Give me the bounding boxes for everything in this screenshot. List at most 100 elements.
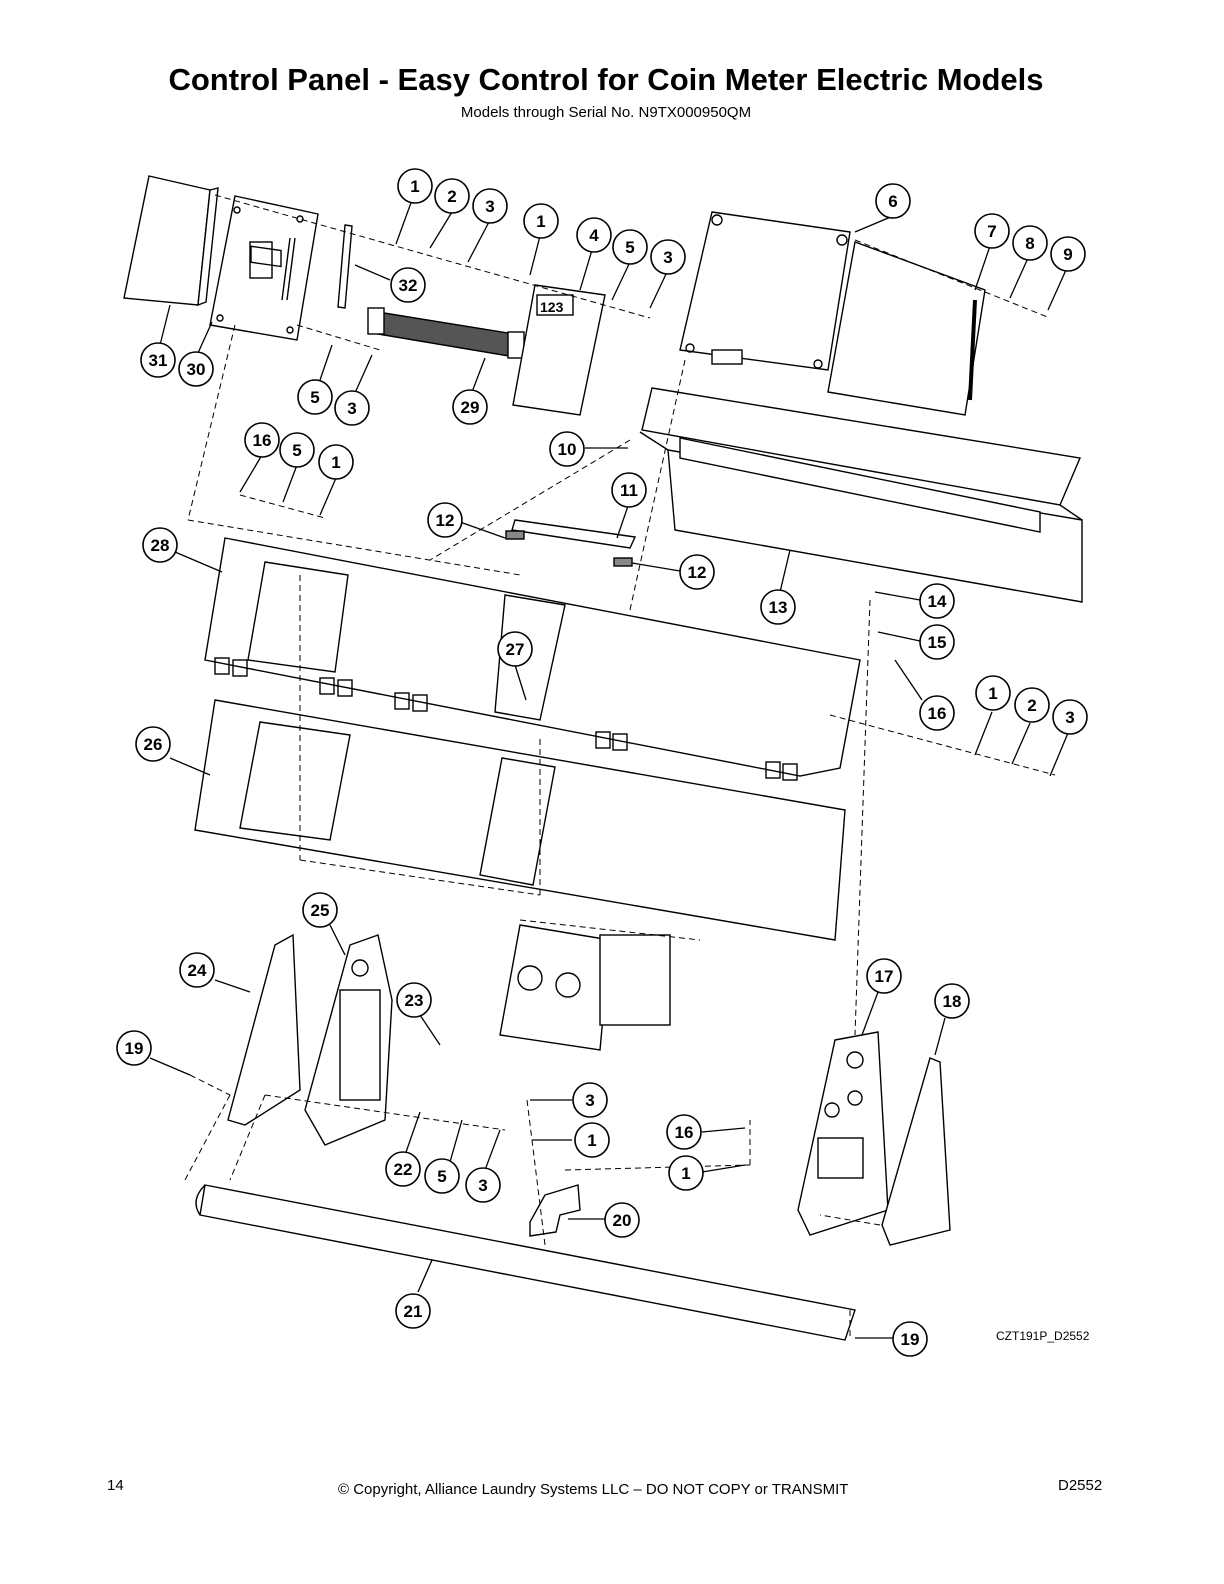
- svg-text:12: 12: [436, 511, 455, 530]
- callout-31: 31: [140, 342, 176, 378]
- part-13-trim: [639, 387, 1083, 603]
- svg-text:12: 12: [688, 563, 707, 582]
- svg-text:21: 21: [404, 1302, 423, 1321]
- callout-25: 25: [302, 892, 338, 928]
- svg-text:3: 3: [585, 1091, 594, 1110]
- svg-text:3: 3: [485, 197, 494, 216]
- svg-text:19: 19: [125, 1039, 144, 1058]
- callout-27: 27: [497, 631, 533, 667]
- callout-29: 29: [452, 389, 488, 425]
- copyright-notice: © Copyright, Alliance Laundry Systems LL…: [338, 1481, 849, 1498]
- part-4-board: 123: [512, 284, 606, 416]
- part-6-housing: [679, 211, 851, 371]
- svg-text:7: 7: [987, 222, 996, 241]
- callout-1: 1: [574, 1122, 610, 1158]
- part-32-connector: [337, 224, 353, 309]
- callout-3: 3: [472, 188, 508, 224]
- callout-14: 14: [919, 583, 955, 619]
- svg-text:6: 6: [888, 192, 897, 211]
- callout-11: 11: [611, 472, 647, 508]
- svg-text:4: 4: [589, 226, 599, 245]
- svg-text:29: 29: [461, 398, 480, 417]
- callout-13: 13: [760, 589, 796, 625]
- callout-5: 5: [424, 1158, 460, 1194]
- callout-19: 19: [892, 1321, 928, 1357]
- callout-23: 23: [396, 982, 432, 1018]
- callout-5: 5: [279, 432, 315, 468]
- part-17-end-bracket: [797, 1031, 889, 1236]
- drawing-id-label: CZT191P_D2552: [996, 1329, 1090, 1343]
- part-12-pad: [613, 557, 633, 567]
- callout-2: 2: [434, 178, 470, 214]
- svg-text:1: 1: [587, 1131, 596, 1150]
- svg-text:1: 1: [410, 177, 419, 196]
- svg-text:2: 2: [1027, 696, 1036, 715]
- svg-text:17: 17: [875, 967, 894, 986]
- callout-7: 7: [974, 213, 1010, 249]
- svg-text:13: 13: [769, 598, 788, 617]
- svg-text:3: 3: [663, 248, 672, 267]
- part-12-pad: [505, 530, 525, 540]
- svg-text:26: 26: [144, 735, 163, 754]
- svg-text:5: 5: [292, 441, 301, 460]
- svg-text:32: 32: [399, 276, 418, 295]
- part-26-overlay: [194, 699, 846, 941]
- callout-5: 5: [612, 229, 648, 265]
- part-28-panel: [204, 537, 861, 781]
- callout-1: 1: [523, 203, 559, 239]
- svg-text:11: 11: [620, 481, 638, 500]
- svg-text:20: 20: [613, 1211, 632, 1230]
- svg-text:28: 28: [151, 536, 170, 555]
- part-20-clip: [529, 1184, 581, 1237]
- svg-text:1: 1: [536, 212, 545, 231]
- svg-text:15: 15: [928, 633, 947, 652]
- svg-text:1: 1: [331, 453, 340, 472]
- callout-16: 16: [666, 1114, 702, 1150]
- callout-17: 17: [866, 958, 902, 994]
- callout-30: 30: [178, 351, 214, 387]
- page-number: 14: [107, 1477, 124, 1494]
- callout-19: 19: [116, 1030, 152, 1066]
- document-code: D2552: [1058, 1477, 1103, 1494]
- callout-5: 5: [297, 379, 333, 415]
- svg-text:3: 3: [347, 399, 356, 418]
- callout-3: 3: [650, 239, 686, 275]
- callout-18: 18: [934, 983, 970, 1019]
- callout-4: 4: [576, 217, 612, 253]
- part-29-ribbon-cable: [367, 307, 525, 359]
- callout-3: 3: [1052, 699, 1088, 735]
- coin-mechanism: [499, 924, 671, 1051]
- svg-text:1: 1: [988, 684, 997, 703]
- callout-12: 12: [427, 502, 463, 538]
- svg-text:16: 16: [253, 431, 272, 450]
- callout-12: 12: [679, 554, 715, 590]
- svg-text:123: 123: [540, 299, 564, 315]
- svg-text:16: 16: [928, 704, 947, 723]
- callout-10: 10: [549, 431, 585, 467]
- callout-3: 3: [334, 390, 370, 426]
- part-30-board: [209, 195, 319, 341]
- callout-32: 32: [390, 267, 426, 303]
- svg-text:18: 18: [943, 992, 962, 1011]
- svg-text:31: 31: [149, 351, 168, 370]
- callout-1: 1: [975, 675, 1011, 711]
- svg-text:2: 2: [447, 187, 456, 206]
- callout-8: 8: [1012, 225, 1048, 261]
- svg-text:19: 19: [901, 1330, 920, 1349]
- callout-16: 16: [919, 695, 955, 731]
- callout-3: 3: [572, 1082, 608, 1118]
- callout-1: 1: [397, 168, 433, 204]
- svg-text:16: 16: [675, 1123, 694, 1142]
- leader-arrows: [149, 199, 1069, 1339]
- svg-text:30: 30: [187, 360, 206, 379]
- callout-22: 22: [385, 1151, 421, 1187]
- callout-1: 1: [318, 444, 354, 480]
- part-11-strip: [511, 519, 637, 549]
- svg-text:3: 3: [1065, 708, 1074, 727]
- callout-21: 21: [395, 1293, 431, 1329]
- svg-text:1: 1: [681, 1164, 690, 1183]
- part-18-end-cap: [881, 1057, 951, 1246]
- part-21-bottom-trim: [195, 1184, 856, 1341]
- svg-text:23: 23: [405, 991, 424, 1010]
